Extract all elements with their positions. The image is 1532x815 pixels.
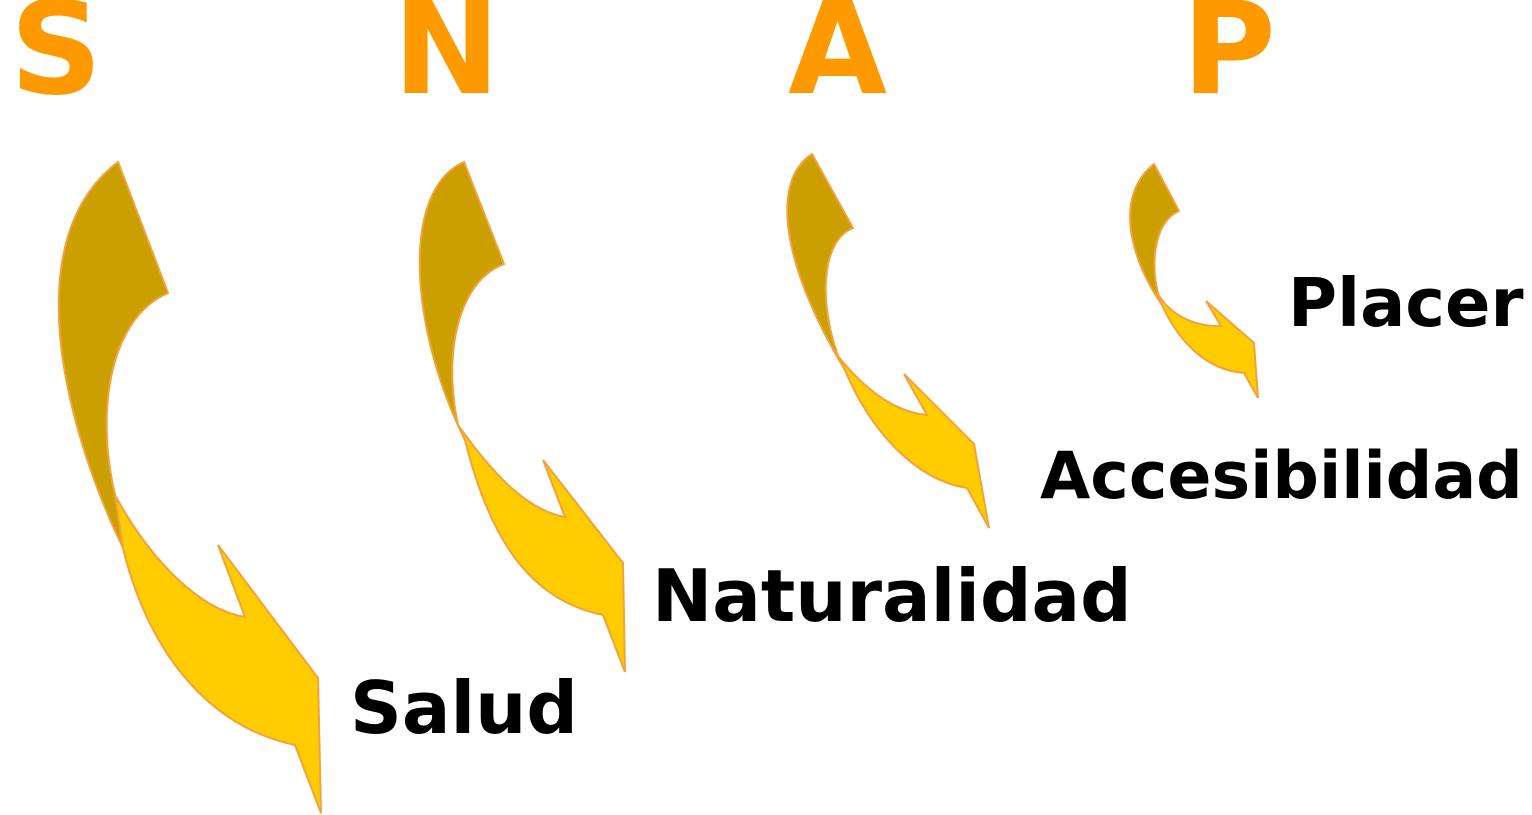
letter-s: S bbox=[10, 0, 103, 124]
curved-arrow-salud bbox=[57, 160, 322, 814]
curved-arrow-naturalidad bbox=[418, 160, 626, 673]
letter-a: A bbox=[788, 0, 888, 124]
word-naturalidad: Naturalidad bbox=[652, 554, 1132, 638]
letter-p: P bbox=[1182, 0, 1276, 124]
word-accesibilidad: Accesibilidad bbox=[1040, 439, 1523, 514]
curved-arrow-placer bbox=[1129, 162, 1259, 399]
word-placer: Placer bbox=[1288, 264, 1524, 342]
curved-arrow-accesibilidad bbox=[786, 152, 990, 529]
word-salud: Salud bbox=[350, 666, 578, 750]
letter-n: N bbox=[393, 0, 501, 124]
